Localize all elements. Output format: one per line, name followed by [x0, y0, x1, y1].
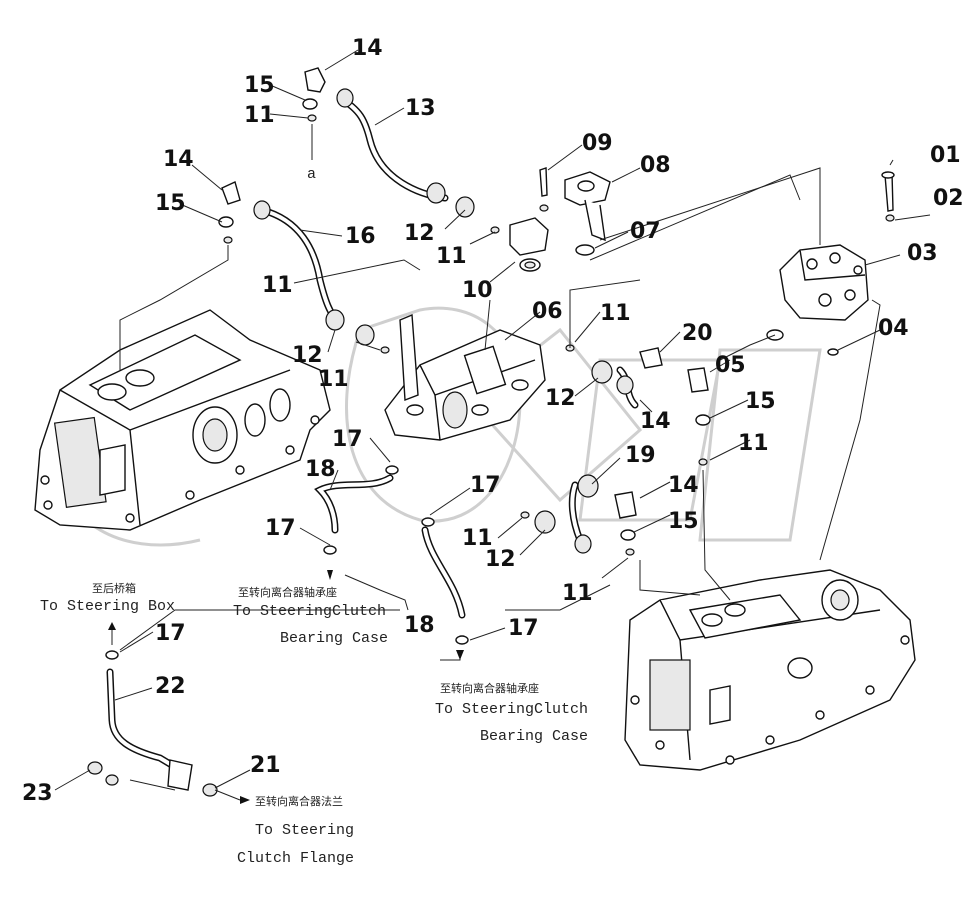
leader-lines: [54, 49, 931, 801]
callout-17-b: 17: [470, 473, 501, 498]
callout-14-d: 14: [668, 473, 699, 498]
callout-12-c: 12: [545, 386, 576, 411]
callout-11-g: 11: [462, 526, 493, 551]
flange-block: [779, 244, 869, 321]
caption-steering-box-zh: 至后桥箱: [92, 581, 136, 595]
pipe-16: [258, 206, 342, 324]
callout-17-d: 17: [508, 616, 539, 641]
callout-15-d: 15: [668, 509, 699, 534]
caption-clutch-case-1-en-2: Bearing Case: [280, 630, 388, 647]
callout-14-a: 14: [352, 36, 383, 61]
callout-11-c: 11: [436, 244, 467, 269]
callout-11-h: 11: [562, 581, 593, 606]
callout-08: 08: [640, 153, 671, 178]
callout-12-d: 12: [485, 547, 516, 572]
caption-clutch-case-2-zh: 至转向离合器轴承座: [440, 681, 539, 695]
connector-10: [509, 217, 549, 272]
callout-11-e: 11: [600, 301, 631, 326]
callout-19: 19: [625, 443, 656, 468]
callout-20: 20: [682, 321, 713, 346]
callout-12-b: 12: [292, 343, 323, 368]
callout-21: 21: [250, 753, 281, 778]
callout-17-e: 17: [155, 621, 186, 646]
callout-labels: 01 02 03 04 05 06 07 08 09 10 11 11 11 1…: [22, 36, 964, 806]
right-steering-box-housing: [624, 569, 916, 771]
direction-arrows: [108, 570, 464, 804]
caption-clutch-case-2-en-1: To SteeringClutch: [435, 701, 588, 718]
callout-07: 07: [630, 219, 661, 244]
callout-11-a: 11: [244, 103, 275, 128]
pipe-13: [336, 94, 449, 202]
callout-09: 09: [582, 131, 613, 156]
callout-15-a: 15: [244, 73, 275, 98]
callout-23: 23: [22, 781, 53, 806]
bolt-01: [881, 171, 895, 222]
hose-18-left: [314, 474, 394, 534]
caption-steering-box-en: To Steering Box: [40, 598, 175, 615]
pipe-19: [568, 481, 584, 544]
caption-clutch-case-2-en-2: Bearing Case: [480, 728, 588, 745]
callout-02: 02: [933, 186, 964, 211]
callout-06: 06: [532, 299, 563, 324]
callout-14-b: 14: [163, 147, 194, 172]
caption-clutch-case-1-zh: 至转向离合器轴承座: [238, 585, 337, 599]
caption-clutch-flange-en-2: Clutch Flange: [237, 850, 354, 867]
callout-11-d: 11: [318, 367, 349, 392]
callout-14-c: 14: [640, 409, 671, 434]
callout-22: 22: [155, 674, 186, 699]
destination-captions: 至后桥箱 To Steering Box 至转向离合器轴承座 To Steeri…: [40, 581, 588, 867]
callout-05: 05: [715, 353, 746, 378]
mark-a: a: [307, 166, 316, 183]
callout-17-c: 17: [265, 516, 296, 541]
left-steering-box-housing: [34, 309, 331, 531]
caption-clutch-case-1-en-1: To SteeringClutch: [233, 603, 386, 620]
caption-clutch-flange-en-1: To Steering: [255, 822, 354, 839]
callout-18-b: 18: [404, 613, 435, 638]
callout-12-a: 12: [404, 221, 435, 246]
bracket-08: [564, 171, 611, 242]
callout-15-c: 15: [745, 389, 776, 414]
plug-21-23: [87, 759, 218, 797]
bolt-09: [539, 167, 549, 212]
o-ring-04: [827, 348, 839, 356]
callout-16: 16: [345, 224, 376, 249]
o-ring-07: [575, 244, 595, 256]
callout-13: 13: [405, 96, 436, 121]
elbow-fittings: [221, 67, 709, 519]
o-rings-11: [223, 114, 708, 556]
callout-17-a: 17: [332, 427, 363, 452]
sealing-washers-15: [218, 98, 711, 541]
callout-03: 03: [907, 241, 938, 266]
callout-11-f: 11: [738, 431, 769, 456]
callout-10: 10: [462, 278, 493, 303]
pipe-22: [106, 668, 184, 774]
o-rings-17: [105, 465, 469, 660]
valve-body-assembly: [384, 313, 546, 441]
callout-15-b: 15: [155, 191, 186, 216]
hose-18-right: [421, 526, 466, 619]
callout-04: 04: [878, 316, 909, 341]
callout-18-a: 18: [305, 457, 336, 482]
callout-11-b: 11: [262, 273, 293, 298]
callout-01: 01: [930, 143, 961, 168]
caption-clutch-flange-zh: 至转向离合器法兰: [255, 794, 343, 808]
